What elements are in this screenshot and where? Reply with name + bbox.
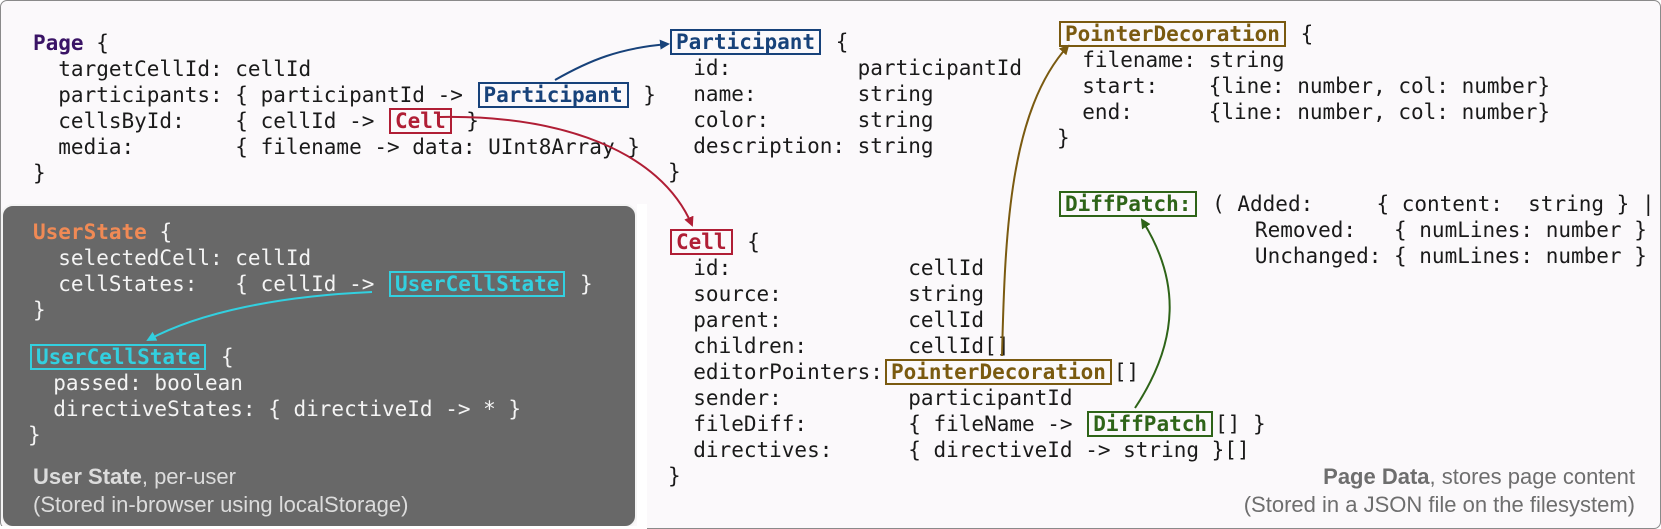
page-data-caption-line2: (Stored in a JSON file on the filesystem…: [1243, 492, 1635, 517]
participant-field-line: color: string: [668, 108, 934, 132]
brace: }: [1057, 126, 1070, 150]
usercellstate-type-block: UserCellState { passed: boolean directiv…: [28, 344, 521, 448]
participant-field-line: description: string: [668, 134, 934, 158]
brace: }: [668, 160, 681, 184]
page-media-line: media: { filename -> data: UInt8Array }: [33, 135, 640, 159]
userstate-keyword: UserState: [33, 220, 147, 244]
diffpatch-type-block: DiffPatch: ( Added: { content: string } …: [1057, 191, 1661, 269]
array-suffix: []: [1113, 360, 1140, 384]
participant-field-line: name: string: [668, 82, 934, 106]
brace: }: [28, 423, 41, 447]
cell-ref-box: Cell: [389, 108, 452, 134]
userstate-field-line: selectedCell: cellId: [33, 246, 312, 270]
cell-filediff-line: fileDiff: { fileName ->: [668, 412, 1086, 436]
page-participants-line: participants: { participantId ->: [33, 83, 476, 107]
brace: }: [567, 272, 593, 296]
panel-gap-bottom: [0, 526, 645, 529]
pointer-field-line: start: {line: number, col: number}: [1057, 74, 1551, 98]
brace: }: [668, 464, 681, 488]
brace: {: [823, 30, 849, 54]
usercellstate-title-box: UserCellState: [30, 344, 207, 370]
userstate-type-block: UserState { selectedCell: cellId cellSta…: [33, 219, 593, 323]
user-state-caption-line2: (Stored in-browser using localStorage): [33, 492, 409, 517]
panel-gap: [637, 204, 647, 529]
usercellstate-field-line: passed: boolean: [28, 371, 243, 395]
cell-title-box: Cell: [670, 229, 733, 255]
usercellstate-ref-box: UserCellState: [389, 271, 566, 297]
diffpatch-variant-line: Unchanged: { numLines: number } ): [1217, 244, 1661, 268]
cell-editor-pointers-line: editorPointers:: [668, 360, 883, 384]
brace: }: [630, 83, 656, 107]
caption-rest: , per-user: [141, 464, 236, 489]
brace: }: [33, 298, 46, 322]
brace: }: [453, 109, 479, 133]
userstate-cellstates-line: cellStates: { cellId ->: [33, 272, 388, 296]
participant-ref-box: Participant: [477, 82, 629, 108]
brace: {: [734, 230, 760, 254]
page-data-caption: Page Data, stores page content: [1323, 463, 1635, 491]
page-type-block: Page { targetCellId: cellId participants…: [33, 30, 656, 186]
array-suffix: [] }: [1215, 412, 1266, 436]
brace: {: [146, 220, 173, 244]
diffpatch-title-box: DiffPatch:: [1059, 191, 1198, 217]
page-keyword: Page: [33, 31, 84, 55]
caption-bold: User State: [33, 464, 142, 489]
pointer-decoration-type-block: PointerDecoration { filename: string sta…: [1057, 21, 1550, 151]
pointer-field-line: filename: string: [1057, 48, 1285, 72]
user-state-caption: User State, per-user: [33, 463, 236, 491]
caption-rest: , stores page content: [1429, 464, 1635, 489]
page-target-line: targetCellId: cellId: [33, 57, 312, 81]
caption-bold: Page Data: [1323, 464, 1430, 489]
diffpatch-variant-line: Removed: { numLines: number } |: [1217, 218, 1661, 242]
cell-field-line: source: string: [668, 282, 985, 306]
user-state-panel: [1, 204, 637, 528]
cell-type-block: Cell { id: cellId source: string parent:…: [668, 229, 1266, 489]
diffpatch-variant-line: ( Added: { content: string } |: [1199, 192, 1655, 216]
brace: {: [208, 345, 234, 369]
cell-field-line: sender: participantId: [668, 386, 1073, 410]
participant-field-line: id: participantId: [668, 56, 1023, 80]
pointer-field-line: end: {line: number, col: number}: [1057, 100, 1551, 124]
participant-title-box: Participant: [670, 29, 822, 55]
cell-field-line: id: cellId: [668, 256, 985, 280]
diffpatch-ref-box: DiffPatch: [1087, 411, 1214, 437]
participant-type-block: Participant { id: participantId name: st…: [668, 29, 1022, 185]
usercellstate-field-line: directiveStates: { directiveId -> * }: [28, 397, 522, 421]
pointer-decoration-title-box: PointerDecoration: [1059, 21, 1286, 47]
cell-field-line: parent: cellId: [668, 308, 985, 332]
cell-field-line: children: cellId[]: [668, 334, 1010, 358]
page-cells-line: cellsById: { cellId ->: [33, 109, 388, 133]
pointer-decoration-ref-box: PointerDecoration: [884, 359, 1112, 385]
cell-field-line: directives: { directiveId -> string }[]: [668, 438, 1250, 462]
brace: }: [33, 161, 46, 185]
brace: {: [83, 31, 109, 55]
brace: {: [1287, 22, 1314, 46]
